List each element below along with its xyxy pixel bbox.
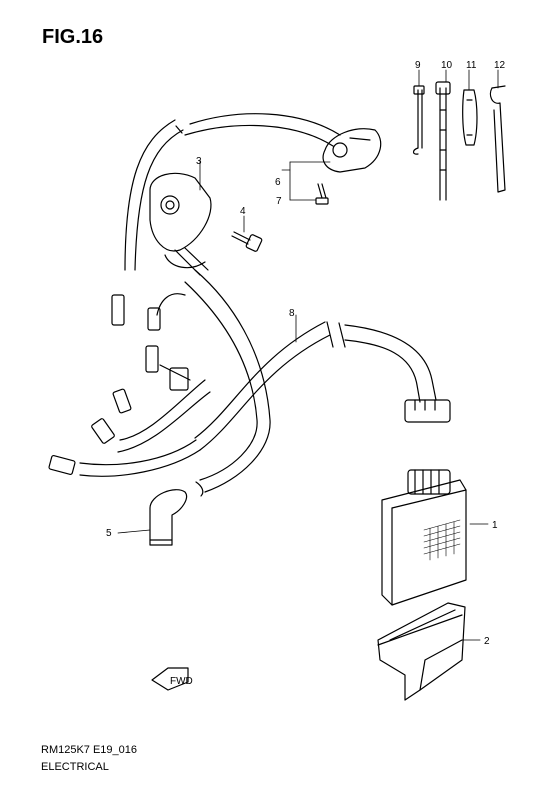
- callout-7: 7: [276, 196, 282, 207]
- callout-4: 4: [240, 206, 246, 217]
- callout-3: 3: [196, 156, 202, 167]
- figure-title: FIG.16: [42, 26, 104, 48]
- callout-5: 5: [106, 528, 112, 539]
- callout-1: 1: [492, 520, 498, 531]
- callout-12: 12: [494, 60, 506, 71]
- plug-cap: [149, 489, 188, 546]
- switch-clamp: [322, 128, 382, 173]
- screw: [315, 183, 329, 205]
- handlebar-switch: [149, 172, 212, 276]
- callout-6: 6: [275, 177, 281, 188]
- control-module: [381, 469, 467, 606]
- cable-clamp-11: [462, 89, 478, 146]
- harness-connectors: [48, 294, 451, 476]
- leader-lines: [117, 69, 499, 641]
- module-holder: [377, 602, 466, 701]
- callout-11: 11: [466, 60, 477, 71]
- model-code: RM125K7 E19_016: [41, 744, 138, 756]
- fwd-arrow-icon: [151, 667, 189, 691]
- callout-10: 10: [441, 60, 453, 71]
- callout-2: 2: [484, 636, 490, 647]
- wiring-harness: [79, 113, 437, 497]
- cable-tie-9: [412, 85, 425, 155]
- cable-tie-12: [489, 85, 506, 193]
- section-name: ELECTRICAL: [41, 761, 109, 773]
- fwd-label: FWD: [170, 676, 193, 687]
- bolt: [231, 231, 263, 252]
- callout-8: 8: [289, 308, 295, 319]
- callout-9: 9: [415, 60, 421, 71]
- cable-tie-10: [435, 81, 451, 201]
